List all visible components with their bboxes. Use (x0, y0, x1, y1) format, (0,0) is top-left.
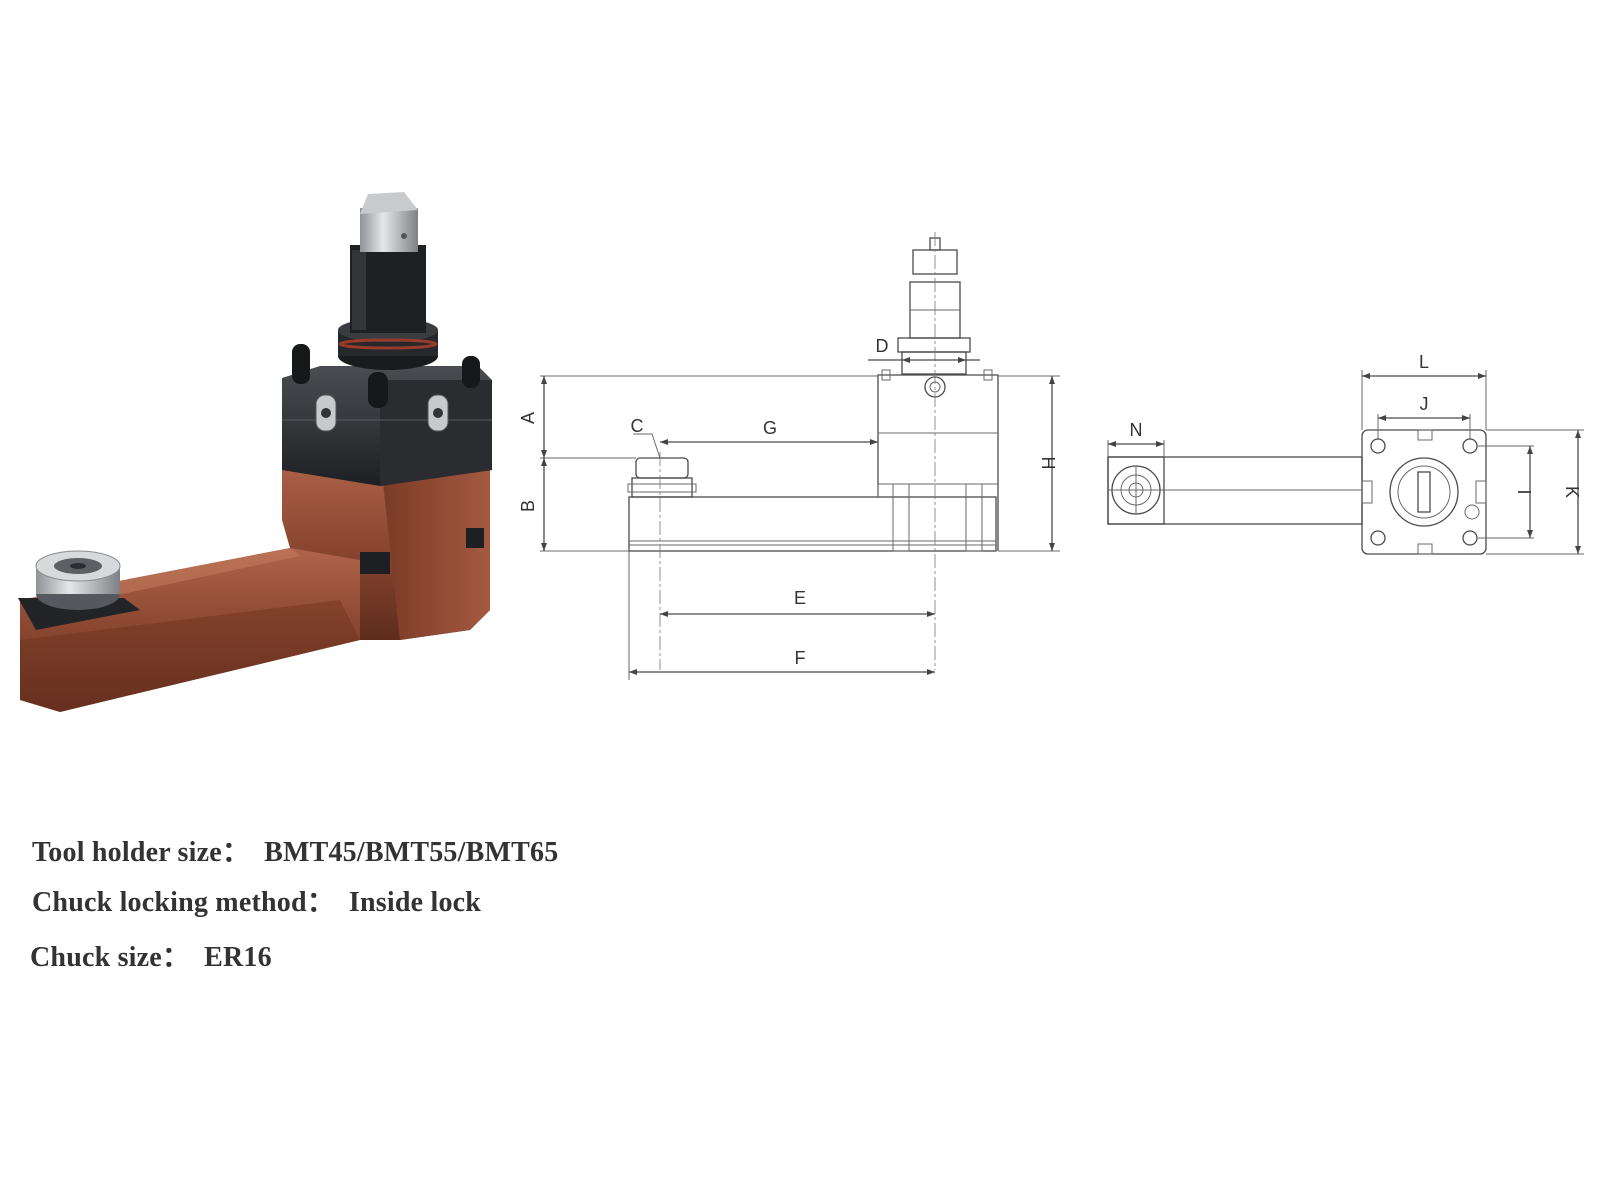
end-view-drawing: N L J I K (1107, 352, 1584, 555)
dim-label-h: H (1038, 457, 1058, 470)
side-view-drawing: A B H C G D E F (518, 232, 1060, 680)
dim-label-c: C (631, 416, 644, 436)
dim-label-i: I (1514, 489, 1534, 494)
spec-value: BMT45/BMT55/BMT65 (264, 837, 559, 868)
spec-value: ER16 (204, 942, 272, 973)
dim-label-g: G (763, 418, 777, 438)
product-photo (18, 192, 492, 712)
dim-label-k: K (1562, 486, 1582, 498)
dim-label-j: J (1420, 394, 1429, 414)
dim-label-d: D (876, 336, 889, 356)
spec-chuck-locking-method: Chuck locking method： Inside lock (32, 880, 481, 920)
dim-label-a: A (518, 412, 538, 424)
spec-label: Chuck size： (30, 942, 191, 973)
spec-tool-holder-size: Tool holder size： BMT45/BMT55/BMT65 (32, 830, 558, 870)
spec-value: Inside lock (348, 887, 482, 918)
dim-label-n: N (1130, 420, 1143, 440)
spec-chuck-size: Chuck size： ER16 (30, 935, 272, 975)
spec-label: Chuck locking method： (32, 887, 335, 918)
dim-label-l: L (1419, 352, 1429, 372)
dim-label-b: B (518, 500, 538, 512)
dim-label-f: F (795, 648, 806, 668)
dim-label-e: E (794, 588, 806, 608)
spec-label: Tool holder size： (32, 837, 251, 868)
